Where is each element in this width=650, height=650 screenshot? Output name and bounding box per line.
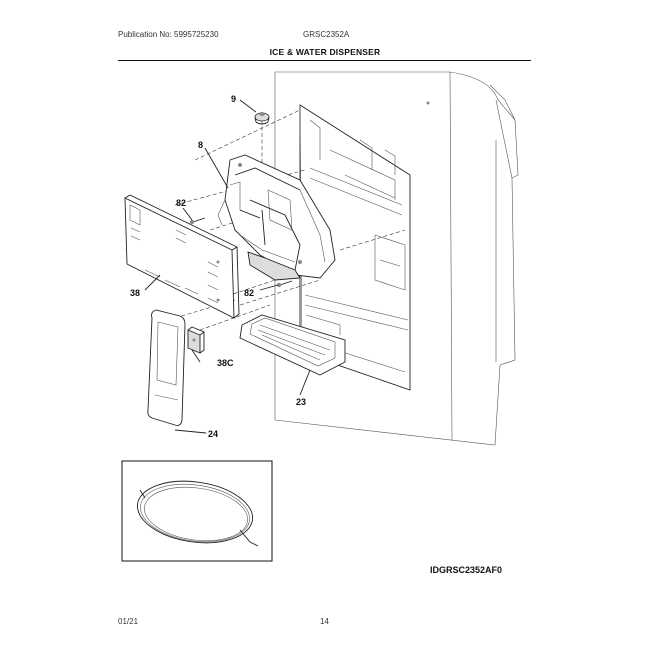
section-title: ICE & WATER DISPENSER <box>269 47 381 57</box>
callout-82-upper: 82 <box>176 198 186 208</box>
diagram-code: IDGRSC2352AF0 <box>430 565 503 575</box>
part-24-cover <box>147 309 186 426</box>
publication-number: Publication No: 5995725230 <box>118 30 219 39</box>
callout-38c: 38C <box>217 358 234 368</box>
callout-8: 8 <box>198 140 203 150</box>
inset-box-tubing <box>121 460 273 562</box>
page-number: 14 <box>320 617 329 626</box>
callout-23: 23 <box>296 397 306 407</box>
header-rule <box>118 60 531 61</box>
door-outline <box>274 71 519 446</box>
part-9-cap <box>254 112 270 125</box>
part-38c-module <box>187 326 205 354</box>
footer-date: 01/21 <box>118 617 139 626</box>
callout-24: 24 <box>208 429 218 439</box>
callout-82-lower: 82 <box>244 288 254 298</box>
callout-38: 38 <box>130 288 140 298</box>
part-38-control-panel <box>124 194 240 319</box>
part-23-drip-tray <box>239 314 346 376</box>
part-8-dispenser-housing <box>217 154 336 281</box>
model-number: GRSC2352A <box>303 30 350 39</box>
part-82-screws <box>189 217 293 288</box>
callout-9: 9 <box>231 94 236 104</box>
